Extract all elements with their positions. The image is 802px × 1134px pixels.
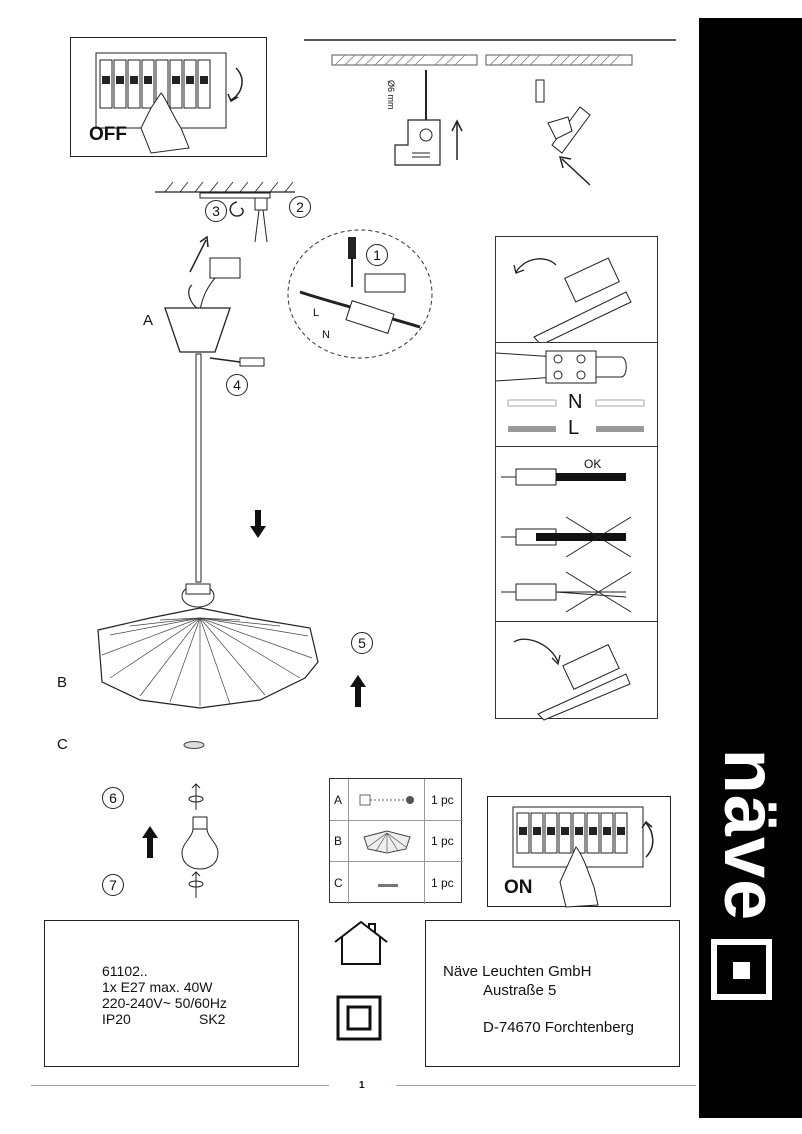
parts-row-a-qty: 1 pc: [431, 793, 454, 807]
breaker-on-panel: ON: [487, 796, 671, 908]
part-A-label: A: [143, 312, 154, 329]
company-name: Näve Leuchten GmbH: [443, 963, 592, 980]
brand-logo: näve: [699, 700, 802, 1010]
ring-c-icon: [183, 741, 205, 749]
naeve-logo-icon: [711, 939, 772, 1000]
parts-row-a-letter: A: [334, 793, 343, 807]
parts-row-c-qty: 1 pc: [431, 876, 454, 890]
bulb-illustration: [181, 816, 219, 870]
step-7-marker: 7: [102, 874, 124, 896]
footer-rule-left: [31, 1085, 329, 1086]
step-5-marker: 5: [351, 632, 373, 654]
parts-row-b-qty: 1 pc: [431, 834, 454, 848]
step-4-marker: 4: [226, 374, 248, 396]
off-label: OFF: [89, 124, 127, 145]
part-C-label: C: [57, 736, 68, 753]
ip-rating: IP20: [102, 1011, 131, 1027]
wire-N-label: N: [322, 329, 330, 341]
part-a-thumbnail: [359, 794, 414, 806]
terminal-ok-label: OK: [584, 457, 602, 471]
rotate-icon-2: [188, 871, 204, 898]
pendant-lamp-illustration: [97, 235, 319, 709]
terminal-check-panel: OK: [495, 446, 658, 622]
arrow-up-icon: [350, 675, 366, 707]
ceiling-mount-illustration: [155, 181, 295, 243]
footer-rule-right: [396, 1085, 696, 1086]
step-2-marker: 2: [289, 196, 311, 218]
class-ii-double-insulation-icon: [336, 995, 382, 1041]
breaker-off-illustration: [95, 52, 243, 154]
rotate-icon: [188, 783, 204, 810]
terminal-open-panel: [495, 236, 658, 346]
ceiling-drilling-illustration: [304, 39, 676, 186]
wiring-detail-circle: [287, 229, 433, 359]
parts-row-b-letter: B: [334, 834, 343, 848]
on-label: ON: [504, 877, 533, 898]
step-6-marker: 6: [102, 787, 124, 809]
part-B-label: B: [57, 674, 68, 691]
terminal-close-panel: [495, 621, 658, 721]
part-c-thumbnail: [378, 884, 398, 887]
brand-logo-text: näve: [709, 748, 792, 922]
terminal-L-label: L: [568, 417, 580, 439]
spec-box: 61102.. 1x E27 max. 40W 220-240V~ 50/60H…: [44, 920, 299, 1067]
breaker-on-illustration: [512, 806, 654, 908]
city-address: D-74670 Forchtenberg: [483, 1019, 634, 1036]
drill-size-label: Ø6 mm: [386, 80, 396, 110]
article-number: 61102..: [102, 963, 148, 979]
part-b-thumbnail: [363, 830, 411, 854]
parts-table: A 1 pc B 1 pc C 1 pc: [329, 778, 463, 904]
step-3-marker: 3: [205, 200, 227, 222]
terminal-wiring-panel: N L: [495, 342, 658, 447]
wire-L-label: L: [313, 307, 320, 319]
indoor-use-house-icon: [334, 920, 388, 965]
terminal-N-label: N: [568, 391, 583, 413]
step-1-marker: 1: [366, 244, 388, 266]
brand-sidebar: [699, 18, 802, 1118]
street-address: Austraße 5: [483, 982, 557, 999]
arrow-up-icon-2: [142, 826, 158, 858]
protection-class: SK2: [199, 1011, 226, 1027]
lamp-spec: 1x E27 max. 40W: [102, 979, 213, 995]
parts-row-c-letter: C: [334, 876, 343, 890]
voltage-spec: 220-240V~ 50/60Hz: [102, 995, 227, 1011]
address-box: Näve Leuchten GmbH Austraße 5 D-74670 Fo…: [425, 920, 680, 1067]
breaker-off-panel: OFF: [70, 37, 267, 157]
page-number: 1: [359, 1080, 365, 1091]
